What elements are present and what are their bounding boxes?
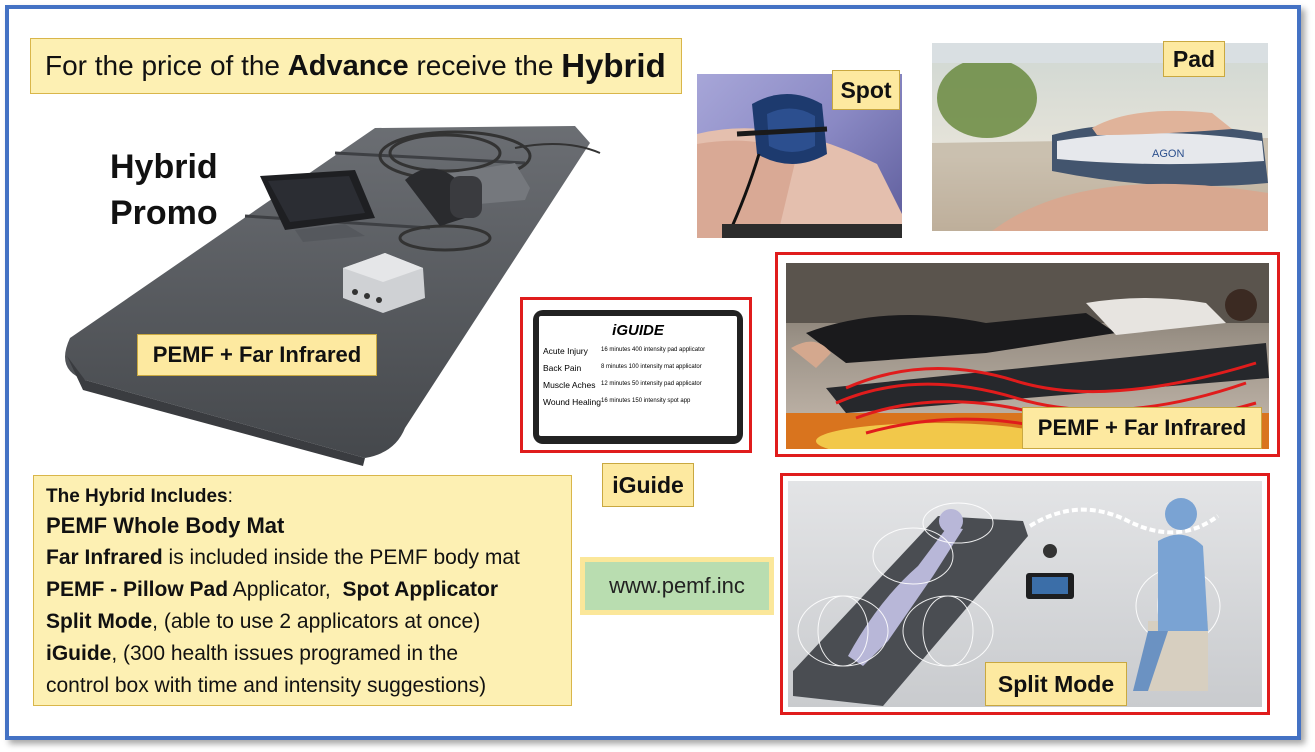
far-infrared-photo-frame: PEMF + Far Infrared <box>775 252 1280 457</box>
includes-bold: iGuide <box>46 642 112 665</box>
includes-bold: Spot Applicator <box>342 578 498 601</box>
includes-bold: Far Infrared <box>46 546 163 569</box>
iguide-label: iGuide <box>602 463 694 507</box>
headline-mid: receive the <box>416 50 554 81</box>
includes-text: Applicator, <box>228 578 343 601</box>
split-mode-photo-frame: Split Mode <box>780 473 1270 715</box>
far-infrared-photo <box>786 263 1269 449</box>
iguide-row: Back Pain 8 minutes 100 intensity mat app… <box>543 363 737 373</box>
iguide-setting: 16 minutes 400 intensity pad applicator <box>601 347 706 353</box>
iguide-screen: iGUIDE Acute Injury 16 minutes 400 intens… <box>539 316 737 436</box>
website-url: www.pemf.inc <box>580 557 774 615</box>
includes-line-applicators: PEMF - Pillow Pad Applicator, Spot Appli… <box>46 574 559 606</box>
headline-pre: For the price of the <box>45 50 281 81</box>
mat-label: PEMF + Far Infrared <box>137 334 377 376</box>
includes-title: The Hybrid Includes: <box>46 484 559 510</box>
promo-line1: Hybrid <box>110 148 218 186</box>
promo-line2: Promo <box>110 194 218 232</box>
iguide-tablet-frame: iGUIDE Acute Injury 16 minutes 400 intens… <box>520 297 752 453</box>
includes-line-mat: PEMF Whole Body Mat <box>46 513 285 538</box>
includes-bold: PEMF - Pillow Pad <box>46 578 229 601</box>
iguide-issue: Muscle Aches <box>543 380 596 390</box>
iguide-issue: Back Pain <box>543 363 582 373</box>
hybrid-promo-title: Hybrid Promo <box>110 144 218 236</box>
iguide-setting: 8 minutes 100 intensity mat applicator <box>601 364 702 370</box>
headline-hybrid: Hybrid <box>561 47 666 84</box>
includes-line-iguide: iGuide, (300 health issues programed in … <box>46 638 559 670</box>
includes-text: , (300 health issues programed in the <box>111 642 459 665</box>
iguide-issue: Wound Healing <box>543 397 601 407</box>
includes-title-text: The Hybrid Includes <box>46 486 228 507</box>
includes-line-control-box: control box with time and intensity sugg… <box>46 674 487 697</box>
includes-line-far-infrared: Far Infrared is included inside the PEMF… <box>46 542 559 574</box>
includes-box: The Hybrid Includes: PEMF Whole Body Mat… <box>33 475 572 706</box>
pad-label: Pad <box>1163 41 1225 77</box>
headline-advance: Advance <box>287 49 409 82</box>
pad-brand-text: AGON <box>1152 148 1184 160</box>
iguide-setting: 12 minutes 50 intensity pad applicator <box>601 381 702 387</box>
iguide-setting: 16 minutes 150 intensity spot app <box>601 398 691 404</box>
headline-banner: For the price of the Advance receive the… <box>30 38 682 94</box>
includes-title-colon: : <box>227 486 233 507</box>
spot-label: Spot <box>832 70 900 110</box>
split-mode-label: Split Mode <box>985 662 1127 706</box>
iguide-issue: Acute Injury <box>543 346 588 356</box>
includes-text: , (able to use 2 applicators at once) <box>152 610 481 633</box>
iguide-screen-title: iGUIDE <box>612 322 664 339</box>
includes-text: is included inside the PEMF body mat <box>162 546 520 569</box>
far-infrared-label: PEMF + Far Infrared <box>1022 407 1262 449</box>
includes-line-split-mode: Split Mode, (able to use 2 applicators a… <box>46 606 559 638</box>
includes-bold: Split Mode <box>46 610 153 633</box>
iguide-row: Acute Injury 16 minutes 400 intensity pad… <box>543 346 737 356</box>
iguide-row: Muscle Aches 12 minutes 50 intensity pad … <box>543 380 737 390</box>
